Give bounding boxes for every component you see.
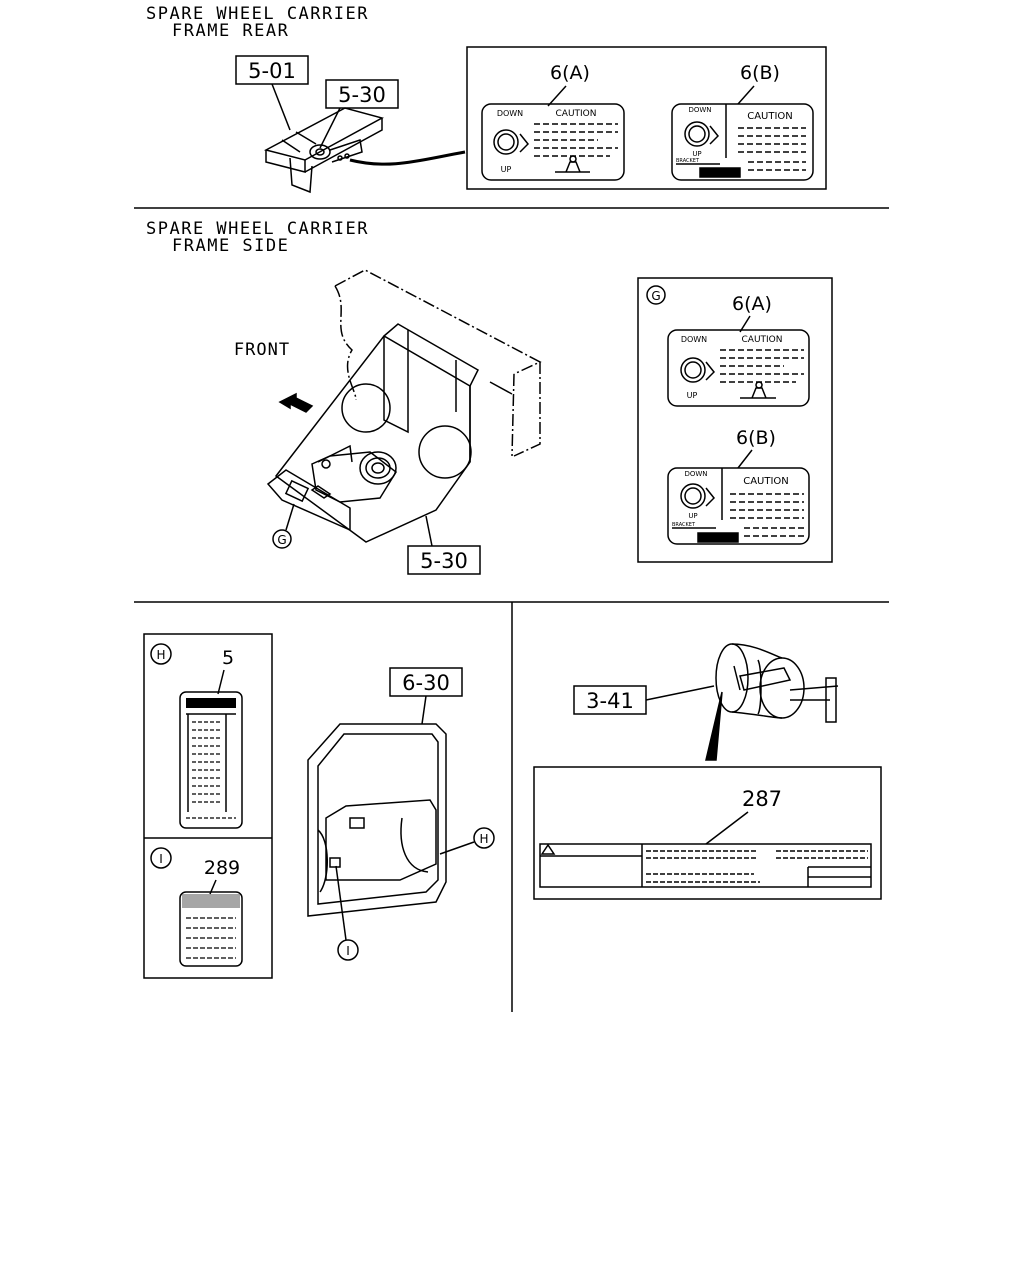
rear-6a-up: UP [501, 165, 512, 174]
rear-title-line1: SPARE WHEEL CARRIER [146, 4, 369, 24]
side-6b-leader [737, 449, 753, 469]
side-6a-id: 6(A) [732, 293, 772, 315]
door-callout-h-leader [439, 841, 475, 855]
part-287-number: 287 [742, 787, 782, 811]
rear-6b-down: DOWN [688, 106, 711, 114]
side-title-line2: FRAME SIDE [172, 236, 290, 256]
ref-box-5-30-side [407, 515, 481, 575]
side-6b-bracket: BRACKET [672, 522, 696, 528]
panel-g-marker [646, 285, 666, 305]
door-callout-i-letter: I [346, 944, 350, 958]
side-caution-label-a [667, 329, 810, 407]
door-callout-h [473, 827, 495, 849]
part-5-leader [217, 669, 225, 695]
hub-label-panel [533, 766, 882, 900]
door-drawing [307, 723, 447, 917]
rear-6a-down: DOWN [497, 109, 523, 118]
rear-caution-label-b [671, 103, 814, 181]
callout-g-letter: G [277, 533, 286, 547]
door-callout-h-letter: H [479, 832, 488, 846]
ref-5-30-rear-text: 5-30 [338, 83, 386, 107]
warning-label [539, 843, 872, 888]
part-287-leader [705, 811, 749, 845]
side-caution-label-b [667, 467, 810, 545]
detail-i-letter: I [159, 852, 163, 866]
side-6b-down: DOWN [684, 470, 707, 478]
door-info-label [179, 891, 243, 967]
side-6a-down: DOWN [681, 335, 707, 344]
rear-title-line2: FRAME REAR [172, 21, 290, 41]
side-label-panel [637, 277, 833, 563]
detail-i-marker [150, 847, 172, 869]
panel-g-letter: G [651, 289, 660, 303]
rear-6a-caution: CAUTION [556, 109, 597, 119]
ref-5-30-side-text: 5-30 [420, 549, 468, 573]
rear-6b-up: UP [692, 150, 701, 158]
side-title-line1: SPARE WHEEL CARRIER [146, 219, 369, 239]
rear-6a-leader [547, 85, 567, 107]
ref-box-5-30-rear [319, 79, 399, 149]
door-detail-panel [143, 633, 273, 979]
detail-h-marker [150, 643, 172, 665]
door-callout-i [337, 939, 359, 961]
part-289-number: 289 [204, 857, 240, 879]
side-6b-up: UP [688, 512, 697, 520]
rear-label-panel [466, 46, 827, 190]
rear-caution-label-a [481, 103, 625, 181]
rear-6a-id: 6(A) [550, 62, 590, 84]
ref-5-01-text: 5-01 [248, 59, 296, 83]
callout-g-marker [272, 503, 295, 549]
ref-box-3-41 [573, 685, 715, 715]
rear-frame-drawing [263, 107, 466, 194]
rear-6b-id: 6(B) [740, 62, 780, 84]
side-6b-id: 6(B) [736, 427, 776, 449]
side-6b-caution: CAUTION [743, 476, 789, 487]
ref-box-5-01 [235, 55, 309, 131]
door-callout-i-leader [335, 865, 347, 941]
ref-3-41-text: 3-41 [586, 689, 634, 713]
side-frame-drawing [266, 269, 542, 543]
ref-6-30-text: 6-30 [402, 671, 450, 695]
warning-triangle-icon [540, 843, 556, 855]
front-arrow-icon [278, 392, 314, 413]
tire-pressure-label [179, 691, 243, 829]
side-6a-caution: CAUTION [742, 335, 783, 345]
part-5-number: 5 [222, 647, 234, 669]
side-6a-up: UP [687, 391, 698, 400]
rear-6b-bracket: BRACKET [676, 158, 700, 164]
rear-6b-caution: CAUTION [747, 111, 793, 122]
detail-h-letter: H [156, 648, 165, 662]
front-label: FRONT [234, 340, 290, 360]
hub-drawing [705, 643, 839, 761]
rear-6b-leader [737, 85, 755, 105]
ref-box-6-30 [389, 667, 463, 725]
